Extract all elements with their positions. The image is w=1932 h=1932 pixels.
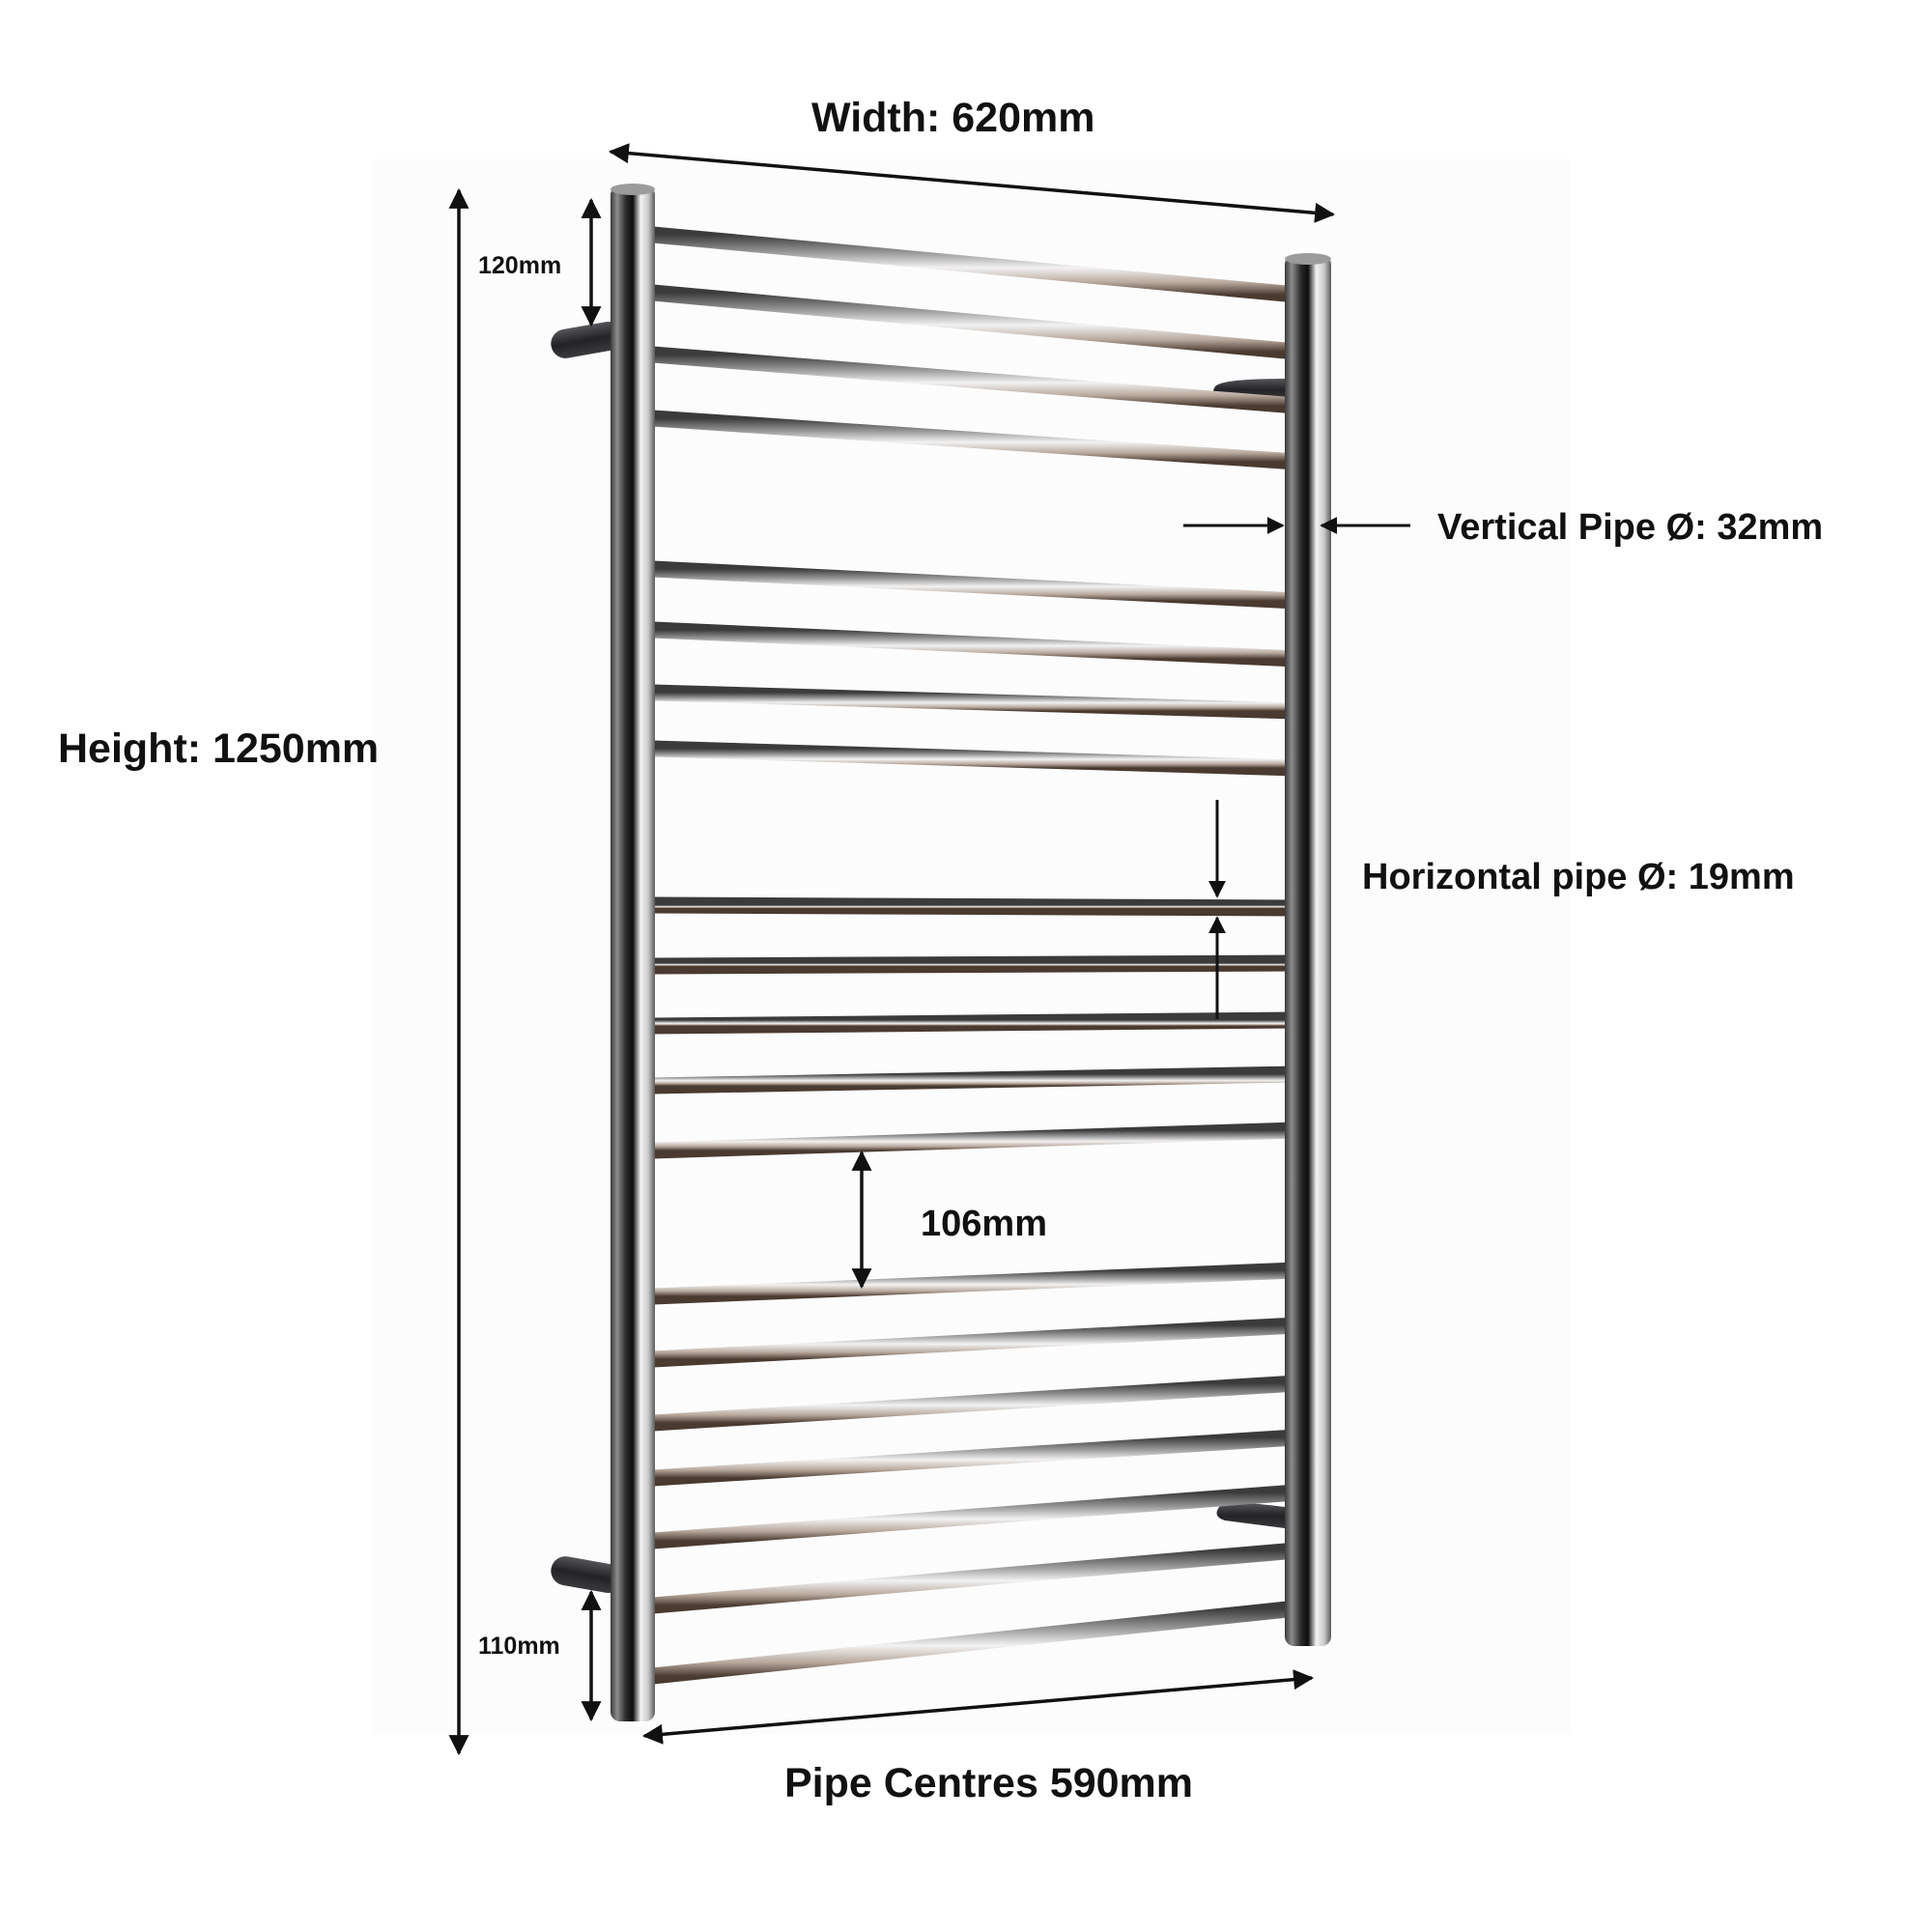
bottom-bracket-offset-label: 110mm bbox=[478, 1633, 560, 1660]
horizontal-rails bbox=[644, 226, 1305, 1685]
horizontal-pipe-label: Horizontal pipe Ø: 19mm bbox=[1362, 857, 1795, 897]
wall-bracket-top-left bbox=[551, 322, 623, 358]
product-photo-background bbox=[372, 159, 1570, 1734]
right-vertical-pipe bbox=[1285, 253, 1331, 1646]
pipe-centres-arrow bbox=[641, 1669, 1315, 1745]
rail-gap-label: 106mm bbox=[921, 1204, 1047, 1244]
pipe-centres-label: Pipe Centres 590mm bbox=[784, 1760, 1194, 1806]
top-bracket-offset-label: 120mm bbox=[478, 252, 562, 279]
width-dimension-arrow bbox=[608, 143, 1336, 223]
wall-bracket-bottom-left bbox=[551, 1556, 623, 1593]
vertical-pipe-label: Vertical Pipe Ø: 32mm bbox=[1437, 507, 1824, 548]
wall-bracket-bottom-right bbox=[1216, 1503, 1285, 1528]
left-vertical-pipe bbox=[611, 184, 655, 1721]
width-label: Width: 620mm bbox=[811, 95, 1095, 141]
height-label: Height: 1250mm bbox=[58, 725, 380, 772]
